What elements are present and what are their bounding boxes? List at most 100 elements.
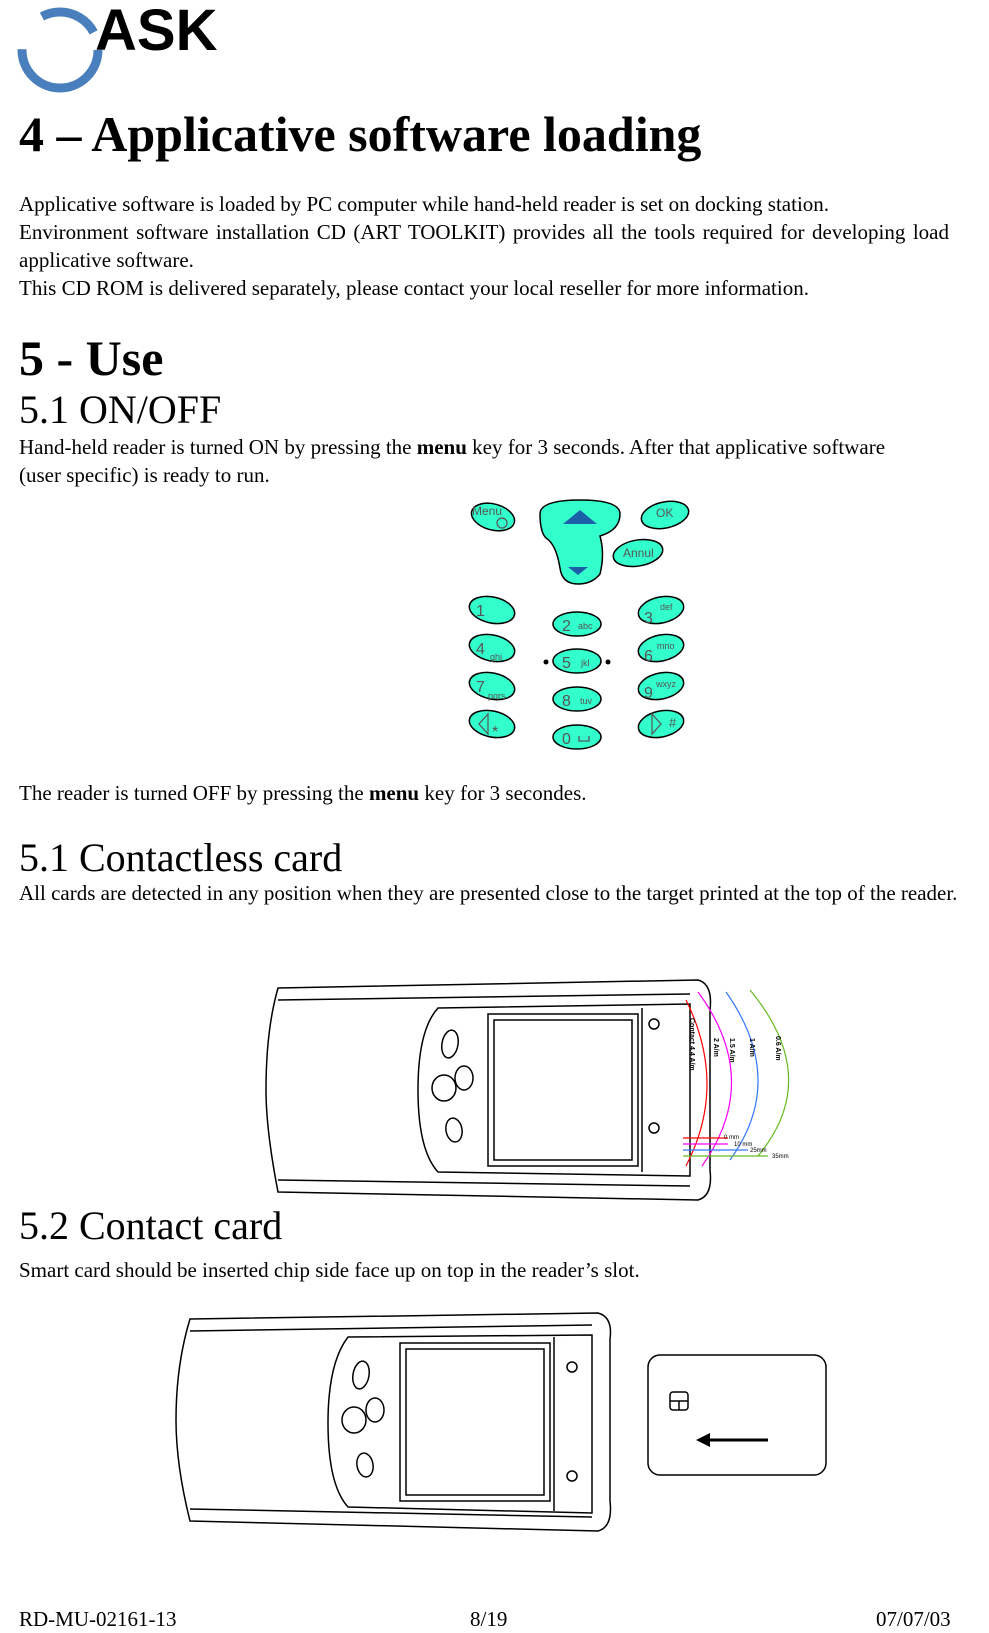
key-hash-digit: # <box>669 715 677 730</box>
footer-date: 07/07/03 <box>876 1607 951 1631</box>
ok-key <box>640 500 690 530</box>
reader-button-3 <box>454 1065 474 1091</box>
reader2-button-2 <box>341 1406 367 1434</box>
reader2-button-4 <box>356 1452 374 1478</box>
section-4-paragraph-3: This CD ROM is delivered separately, ple… <box>19 276 809 300</box>
onoff-p1-text: Hand-held reader is turned ON by pressin… <box>19 435 417 459</box>
section-4-title: 4 – Applicative software loading <box>19 106 702 162</box>
section-5-title: 5 - Use <box>19 330 164 386</box>
key-star <box>468 709 516 739</box>
onoff-p2-text-after: key for 3 secondes. <box>419 781 587 805</box>
key-8-digit: 8 <box>562 693 571 710</box>
onoff-title: 5.1 ON/OFF <box>19 387 222 432</box>
key-1 <box>468 595 516 625</box>
key-5-digit: 5 <box>562 655 571 672</box>
power-icon <box>496 517 508 529</box>
reader-screen-inner <box>493 1019 633 1161</box>
key-7-letters: pqrs <box>488 691 506 701</box>
onoff-paragraph-2: The reader is turned OFF by pressing the… <box>19 779 989 807</box>
reader-button-2 <box>431 1074 457 1102</box>
reader2-button-3 <box>365 1397 385 1423</box>
onoff-paragraph-1: Hand-held reader is turned ON by pressin… <box>19 433 929 489</box>
arc-2am <box>697 991 733 1167</box>
arc-0-6am <box>749 989 790 1157</box>
key-5-letters: jkl <box>580 658 590 668</box>
distance-label-25: 25mm <box>750 1148 767 1154</box>
reader-face-outline <box>417 1003 691 1177</box>
key-2-letters: abc <box>578 621 593 631</box>
contact-title: 5.2 Contact card <box>19 1203 283 1248</box>
smart-card <box>647 1354 827 1476</box>
reader-button-4 <box>445 1117 463 1143</box>
key-9 <box>637 671 685 701</box>
reader2-screen-inner <box>405 1348 545 1496</box>
reader-screen <box>487 1013 639 1167</box>
arc-label-1-5am: 1.5 A/m <box>728 1038 735 1063</box>
down-arrow-icon <box>568 567 588 575</box>
key-3 <box>637 595 685 625</box>
menu-key <box>470 502 516 532</box>
dot-right-icon <box>605 659 611 665</box>
key-9-digit: 9 <box>644 685 653 702</box>
footer-reference: RD-MU-02161-13 <box>19 1607 177 1631</box>
arc-label-1am: 1 A/m <box>748 1038 755 1057</box>
reader2-bottom-edge <box>189 1508 593 1518</box>
key-0 <box>552 724 602 750</box>
key-3-digit: 3 <box>644 610 653 627</box>
arc-label-0-6am: 0.6 A/m <box>774 1036 781 1061</box>
reader-screw-bottom-icon <box>648 1122 660 1134</box>
left-arrow-icon <box>478 712 489 736</box>
dot-left-icon <box>543 659 549 665</box>
key-star-digit: * <box>492 724 498 741</box>
section-4-paragraph-1: Applicative software is loaded by PC com… <box>19 192 830 216</box>
key-2-digit: 2 <box>562 618 571 635</box>
key-0-digit: 0 <box>562 731 571 748</box>
contactless-paragraph: All cards are detected in any position w… <box>19 881 958 905</box>
distance-label-10: 10 mm <box>734 1142 752 1148</box>
key-6-letters: mno <box>657 641 675 651</box>
key-8 <box>552 686 602 712</box>
key-9-letters: wxyz <box>655 679 676 689</box>
reader-top-edge <box>277 993 691 1001</box>
ok-key-label: OK <box>656 506 673 520</box>
distance-label-0: 0 mm <box>724 1135 739 1141</box>
annul-key-label: Annul <box>623 546 654 560</box>
contact-paragraph: Smart card should be inserted chip side … <box>19 1258 640 1282</box>
keypad-illustration: Menu OK Annul 1 2 3 4 5 6 7 8 9 * 0 # ab… <box>460 496 700 756</box>
reader2-screw-top-icon <box>566 1361 578 1373</box>
contactless-title: 5.1 Contactless card <box>19 835 343 880</box>
section-4-paragraph-2: Environment software installation CD (AR… <box>19 220 949 272</box>
reader2-top-edge <box>189 1324 593 1332</box>
menu-keyword: menu <box>416 435 467 459</box>
reader-bottom-edge <box>277 1179 691 1187</box>
reader-screw-top-icon <box>648 1018 660 1030</box>
key-2 <box>552 611 602 637</box>
reader2-button-1 <box>352 1360 370 1390</box>
onoff-p2-text: The reader is turned OFF by pressing the <box>19 781 369 805</box>
up-arrow-icon <box>563 510 597 524</box>
key-5 <box>552 648 602 674</box>
key-4-letters: ghi <box>490 652 502 662</box>
footer-page-number: 8/19 <box>470 1607 508 1631</box>
key-6-digit: 6 <box>644 648 653 665</box>
key-7-digit: 7 <box>476 679 485 696</box>
key-4 <box>468 633 516 663</box>
menu-key-label: Menu <box>472 504 502 518</box>
right-arrow-icon <box>651 712 662 736</box>
menu-keyword-2: menu <box>368 781 420 805</box>
arc-1-5am <box>725 991 759 1161</box>
onoff-p1-text-after: key for 3 seconds. After that applicativ… <box>19 435 886 487</box>
key-3-letters: def <box>660 602 673 612</box>
reader2-screw-bottom-icon <box>566 1470 578 1482</box>
key-6 <box>637 633 685 663</box>
key-7 <box>468 671 516 701</box>
reader2-face-outline <box>327 1334 593 1514</box>
arc-label-2am: 2 A/m <box>712 1038 719 1057</box>
reader2-screen <box>399 1342 551 1502</box>
key-8-letters: tuv <box>580 696 593 706</box>
company-logo: ASK <box>0 0 235 95</box>
reader2-body <box>175 1312 612 1532</box>
key-1-digit: 1 <box>476 603 485 620</box>
key-4-digit: 4 <box>476 641 485 658</box>
arc-label-contact: Contact 4.4 A/m <box>688 1018 695 1071</box>
